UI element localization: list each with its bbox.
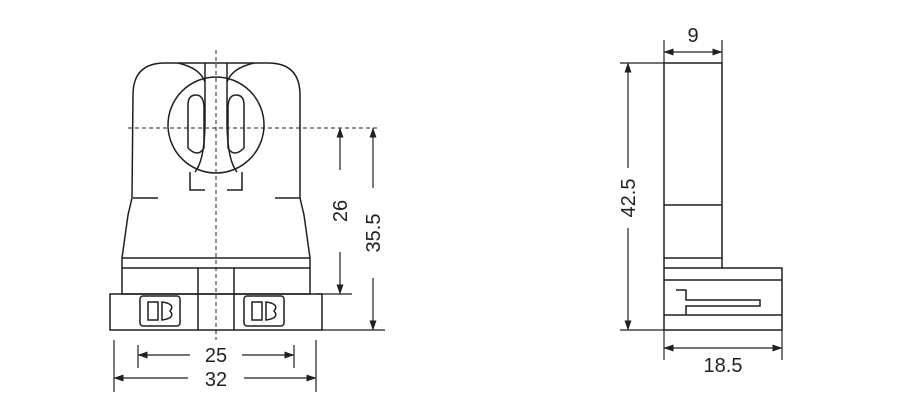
right-terminal	[243, 295, 285, 327]
rotor-right-lobe	[227, 94, 245, 154]
front-view-dimensions	[113, 127, 385, 392]
dim-label-35-5: 35.5	[363, 214, 385, 253]
dim-label-25: 25	[205, 345, 227, 367]
side-base-foot	[663, 258, 783, 331]
entry-lips	[177, 62, 255, 83]
front-view	[109, 50, 380, 340]
holder-body-outline	[121, 62, 311, 259]
side-post	[663, 62, 723, 259]
dim-label-9: 9	[687, 25, 698, 47]
left-terminal	[139, 295, 181, 327]
rotor-tabs	[189, 172, 243, 191]
side-view	[663, 62, 783, 331]
side-terminal-slot	[676, 289, 761, 315]
dim-label-42-5: 42.5	[618, 179, 640, 218]
side-view-dimensions	[620, 40, 783, 360]
center-divider	[197, 268, 235, 330]
dim-label-26: 26	[330, 200, 352, 222]
dim-label-32: 32	[205, 369, 227, 391]
rotor-left-lobe	[187, 94, 205, 154]
dim-label-18-5: 18.5	[704, 355, 743, 377]
